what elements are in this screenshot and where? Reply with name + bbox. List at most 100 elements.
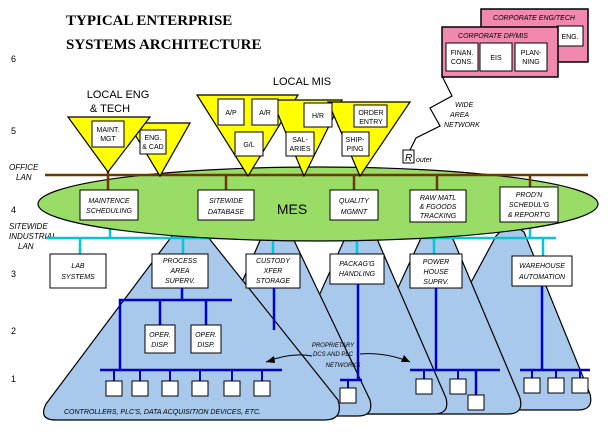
title-line-1: TYPICAL ENTERPRISE: [66, 13, 232, 29]
level-1-label: 1: [11, 374, 16, 384]
finan-box: [445, 42, 479, 72]
proprietary-networks: [100, 284, 590, 395]
raw-matl-label-2: & FGOODS: [420, 204, 457, 211]
warehouse-label-1: WAREHOUSE: [519, 263, 565, 270]
maint-scheduling-box: [79, 189, 139, 221]
process-area-label-3: SUPERV.: [165, 278, 195, 285]
controller-3: [161, 380, 179, 397]
wan-label-1: WIDE: [455, 102, 474, 109]
eis-box: [479, 42, 513, 72]
controller-9: [449, 378, 467, 395]
oper-disp-2-label-2: DISP.: [197, 342, 214, 349]
power-house-box: [409, 253, 463, 289]
networks-label-3: NETWORKS: [326, 363, 361, 369]
prod-scheduling-label-3: & REPORT'G: [508, 212, 551, 219]
controller-4: [191, 380, 209, 397]
ar-label: A/R: [259, 110, 271, 117]
maint-mgt-box: [91, 120, 125, 148]
oper-disp-1-label-2: DISP.: [151, 342, 168, 349]
level-6-label: 6: [11, 54, 16, 64]
wan-link: [409, 75, 453, 151]
order-entry-label-1: ORDER: [358, 110, 383, 117]
maint-scheduling-label-1: MAINTENCE: [88, 198, 130, 205]
quality-mgmnt-label-2: MGMNT: [341, 209, 368, 216]
maint-mgt-label-2: MGT: [100, 136, 116, 143]
controller-5: [223, 380, 241, 397]
gl-label: G/L: [243, 142, 254, 149]
oper-disp-2-label-1: OPER.: [195, 332, 217, 339]
planning-box: [514, 42, 548, 72]
level-5-label: 5: [11, 126, 16, 136]
quality-mgmnt-box: [329, 189, 379, 221]
controller-12: [547, 377, 565, 394]
raw-matl-label-1: RAW MATL: [420, 195, 456, 202]
corporate-eng-label: ENG.: [561, 34, 578, 41]
warehouse-box: [511, 255, 573, 287]
raw-matl-box: [409, 189, 467, 223]
prod-scheduling-label-1: PROD'N: [516, 192, 544, 199]
maint-mgt-label-1: MAINT.: [97, 127, 120, 134]
lab-systems-label-1: LAB: [71, 263, 85, 270]
networks-label-1: PROPRIETARY: [312, 343, 355, 349]
shipping-box: [341, 131, 370, 157]
controllers: [105, 370, 589, 411]
networks-arrowhead-right: [401, 355, 410, 362]
title-line-2: SYSTEMS ARCHITECTURE: [66, 37, 261, 53]
level-2-label: 2: [11, 326, 16, 336]
router-box: [402, 149, 415, 164]
sitewide-lan-label-2: INDUSTRIAL: [9, 232, 57, 241]
gl-box: [234, 131, 264, 157]
packaging-label-1: PACKAG'G: [339, 261, 375, 268]
salaries-label-2: ARIES: [289, 146, 310, 153]
process-network: [118, 298, 232, 370]
process-area-box: [151, 253, 209, 289]
office-lan-label-2: LAN: [16, 173, 32, 182]
wan-label-2: AREA: [449, 112, 469, 119]
lab-systems-box: [49, 253, 107, 289]
controller-11: [523, 377, 541, 394]
hr-label: H/R: [312, 113, 324, 120]
prod-scheduling-box: [499, 186, 559, 223]
controller-1: [105, 380, 123, 397]
control-pyramids: [43, 226, 592, 421]
raw-matl-label-3: TRACKING: [420, 213, 457, 220]
custody-label-3: STORAGE: [256, 278, 290, 285]
eng-cad-label-1: ENG.: [144, 135, 161, 142]
custody-label-1: CUSTODY: [256, 258, 291, 265]
oper-disp-box-1: [144, 324, 176, 354]
controller-2: [131, 380, 149, 397]
maint-scheduling-label-2: SCHEDULING: [86, 208, 132, 215]
process-area-label-1: PROCESS: [163, 258, 198, 265]
router-letter: R: [405, 153, 412, 164]
planning-label-2: NING: [522, 59, 540, 66]
order-entry-box: [353, 104, 388, 128]
eng-cad-box: [139, 129, 167, 155]
hr-box: [303, 102, 333, 128]
salaries-box: [285, 131, 315, 157]
process-area-label-2: AREA: [169, 268, 189, 275]
ap-label: A/P: [225, 110, 237, 117]
eng-cad-label-2: & CAD: [142, 144, 163, 151]
sitewide-database-box: [197, 189, 255, 221]
sitewide-database-label-1: SITEWIDE: [209, 198, 243, 205]
packaging-label-2: HANDLING: [339, 271, 376, 278]
packaging-box: [329, 253, 385, 285]
sitewide-lan-label-3: LAN: [18, 242, 34, 251]
local-mis-title: LOCAL MIS: [273, 76, 331, 88]
quality-mgmnt-label-1: QUALITY: [339, 198, 370, 205]
controller-10: [467, 394, 485, 411]
corporate-dp-group: CORPORATE DP/MIS FINAN. CONS. EIS PLAN- …: [441, 26, 559, 78]
level-3-label: 3: [11, 269, 16, 279]
controller-13: [571, 377, 589, 394]
office-lan-label-1: OFFICE: [9, 163, 39, 172]
lab-systems-label-2: SYSTEMS: [61, 274, 95, 281]
corporate-dp-title: CORPORATE DP/MIS: [458, 33, 528, 40]
controller-6: [253, 380, 271, 397]
power-house-label-2: HOUSE: [424, 269, 449, 276]
controller-8: [415, 378, 433, 395]
local-eng-title-2: & TECH: [90, 103, 130, 115]
shipping-label-2: PING: [346, 146, 363, 153]
prod-scheduling-label-2: SCHEDUL'G: [509, 202, 550, 209]
